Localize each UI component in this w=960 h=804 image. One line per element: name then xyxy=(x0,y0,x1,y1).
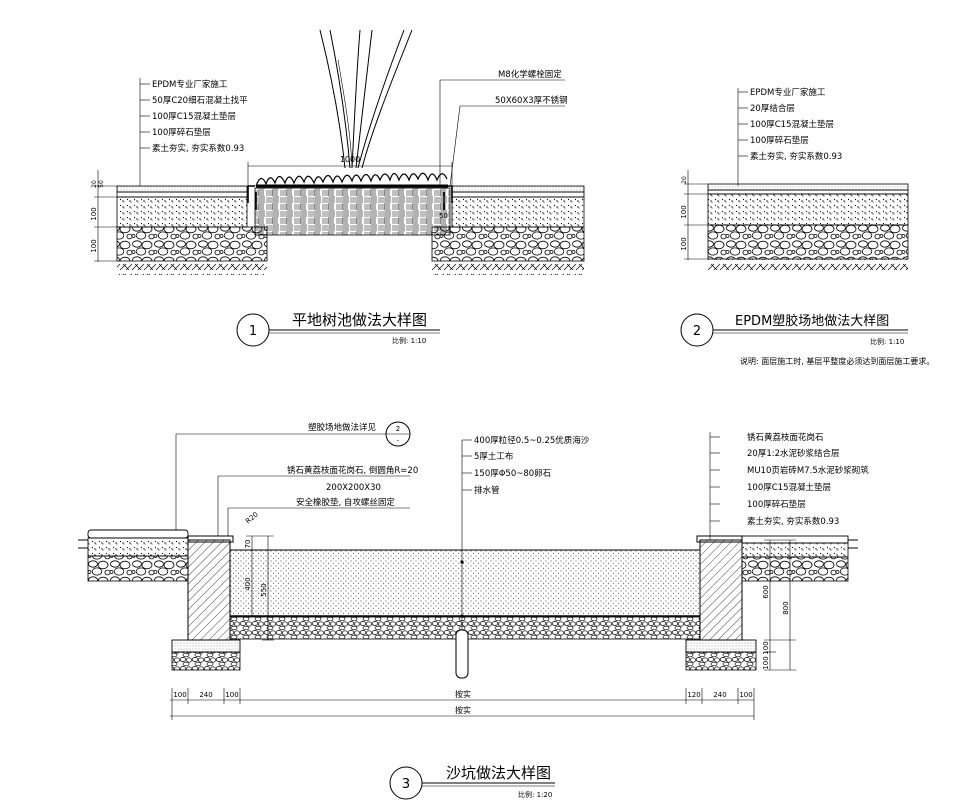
note: 100厚C15混凝土垫层 xyxy=(747,482,831,493)
note: 20厚1:2水泥砂浆结合层 xyxy=(747,448,840,459)
note: 素土夯实, 夯实系数0.93 xyxy=(750,151,842,162)
note: 安全橡胶垫, 自攻螺丝固定 xyxy=(296,497,395,508)
note: 100厚C15混凝土垫层 xyxy=(750,119,834,130)
detail-title: 平地树池做法大样图 xyxy=(292,311,427,329)
dim-label: 20 xyxy=(681,176,688,184)
bottom-dimension-ticks xyxy=(171,688,755,720)
dim-label: 120 xyxy=(687,691,700,699)
dim-label: 100 xyxy=(762,656,770,669)
reference-sheet: - xyxy=(397,437,400,445)
note: 100厚C15混凝土垫层 xyxy=(152,111,236,122)
dim-label: 600 xyxy=(762,585,770,598)
dim-label: 800 xyxy=(782,601,790,614)
detail-number: 3 xyxy=(402,777,410,792)
note: 50厚C20细石混凝土找平 xyxy=(152,95,248,106)
note: 素土夯实, 夯实系数0.93 xyxy=(747,516,839,527)
dim-label: 400 xyxy=(244,577,252,590)
dim-label: 100 xyxy=(90,207,98,220)
note: 50X60X3厚不锈钢 xyxy=(495,95,568,106)
detail-1-tree-pit: EPDM专业厂家施工 50厚C20细石混凝土找平 100厚C15混凝土垫层 10… xyxy=(90,29,585,347)
detail-3-reference-callout: 塑胶场地做法详见 2 - xyxy=(175,421,411,530)
note: MU10页岩砖M7.5水泥砂浆砌筑 xyxy=(747,465,869,476)
note: 20厚结合层 xyxy=(750,103,795,114)
dim-label: 100 xyxy=(762,641,770,654)
dim-label: 240 xyxy=(713,691,726,699)
note: 100厚碎石垫层 xyxy=(152,127,211,138)
detail-2-epdm-field: EPDM专业厂家施工 20厚结合层 100厚C15混凝土垫层 100厚碎石垫层 … xyxy=(680,87,934,366)
note: 100厚碎石垫层 xyxy=(747,499,806,510)
note: EPDM专业厂家施工 xyxy=(152,79,228,90)
dim-label: 70 xyxy=(244,540,252,549)
dim-label: 100 xyxy=(680,205,688,218)
detail-scale: 比例: 1:10 xyxy=(870,337,904,346)
note: 排水管 xyxy=(474,485,500,496)
detail-1-notes-right: M8化学螺栓固定 50X60X3厚不锈钢 xyxy=(439,69,568,187)
radius-label: R20 xyxy=(244,511,260,526)
detail-number: 2 xyxy=(693,324,701,339)
detail-2-notes: EPDM专业厂家施工 20厚结合层 100厚C15混凝土垫层 100厚碎石垫层 … xyxy=(738,87,842,162)
note: 150厚Φ50~80卵石 xyxy=(474,468,551,479)
detail-title: 沙坑做法大样图 xyxy=(446,764,551,782)
shrub-band xyxy=(255,172,448,188)
detail-scale: 比例: 1:20 xyxy=(518,790,552,799)
note: 锈石黄荔枝面花岗石 xyxy=(747,432,824,443)
dim-label: 100 xyxy=(90,239,98,252)
detail-3-notes-right: 锈石黄荔枝面花岗石 20厚1:2水泥砂浆结合层 MU10页岩砖M7.5水泥砂浆砌… xyxy=(710,432,869,527)
note: M8化学螺栓固定 xyxy=(498,69,562,80)
dim-label: 100 xyxy=(225,691,238,699)
note: 素土夯实, 夯实系数0.93 xyxy=(152,143,244,154)
note: 100厚碎石垫层 xyxy=(750,135,809,146)
detail-3-sand-pit: 塑胶场地做法详见 2 - 锈石黄荔枝面花岗石, 倒圆角R=20 200X200X… xyxy=(78,421,869,800)
note: 400厚粒径0.5~0.25优质海沙 xyxy=(474,435,590,446)
tree-illustration xyxy=(319,29,413,169)
detail-number: 1 xyxy=(249,324,257,339)
dim-label: 100 xyxy=(173,691,186,699)
detail-note: 说明: 面层施工时, 基层平整度必须达到面层施工要求。 xyxy=(740,356,934,366)
note: EPDM专业厂家施工 xyxy=(750,87,826,98)
detail-title: EPDM塑胶场地做法大样图 xyxy=(735,313,889,329)
dim-label: 50 xyxy=(439,212,448,220)
detail-1-notes-left: EPDM专业厂家施工 50厚C20细石混凝土找平 100厚C15混凝土垫层 10… xyxy=(140,79,248,154)
detail-3-notes-left: 锈石黄荔枝面花岗石, 倒圆角R=20 200X200X30 安全橡胶垫, 自攻螺… xyxy=(217,465,418,536)
reference-number: 2 xyxy=(396,425,400,433)
dim-label: 550 xyxy=(260,583,268,596)
note: 200X200X30 xyxy=(326,483,381,493)
detail-scale: 比例: 1:10 xyxy=(392,336,426,345)
dim-label: 100 xyxy=(739,691,752,699)
dim-label: 按实 xyxy=(455,689,471,699)
reference-label: 塑胶场地做法详见 xyxy=(308,422,377,433)
dim-label: 240 xyxy=(199,691,212,699)
dim-label: 50 xyxy=(98,180,105,188)
dim-label: 100 xyxy=(680,237,688,250)
note: 锈石黄荔枝面花岗石, 倒圆角R=20 xyxy=(287,465,418,476)
detail-3-notes-middle: 400厚粒径0.5~0.25优质海沙 5厚土工布 150厚Φ50~80卵石 排水… xyxy=(462,435,590,496)
dim-label: 20 xyxy=(91,180,98,188)
dim-label: 1000 xyxy=(340,155,360,164)
note: 5厚土工布 xyxy=(474,451,513,462)
dim-label: 按实 xyxy=(455,705,471,715)
